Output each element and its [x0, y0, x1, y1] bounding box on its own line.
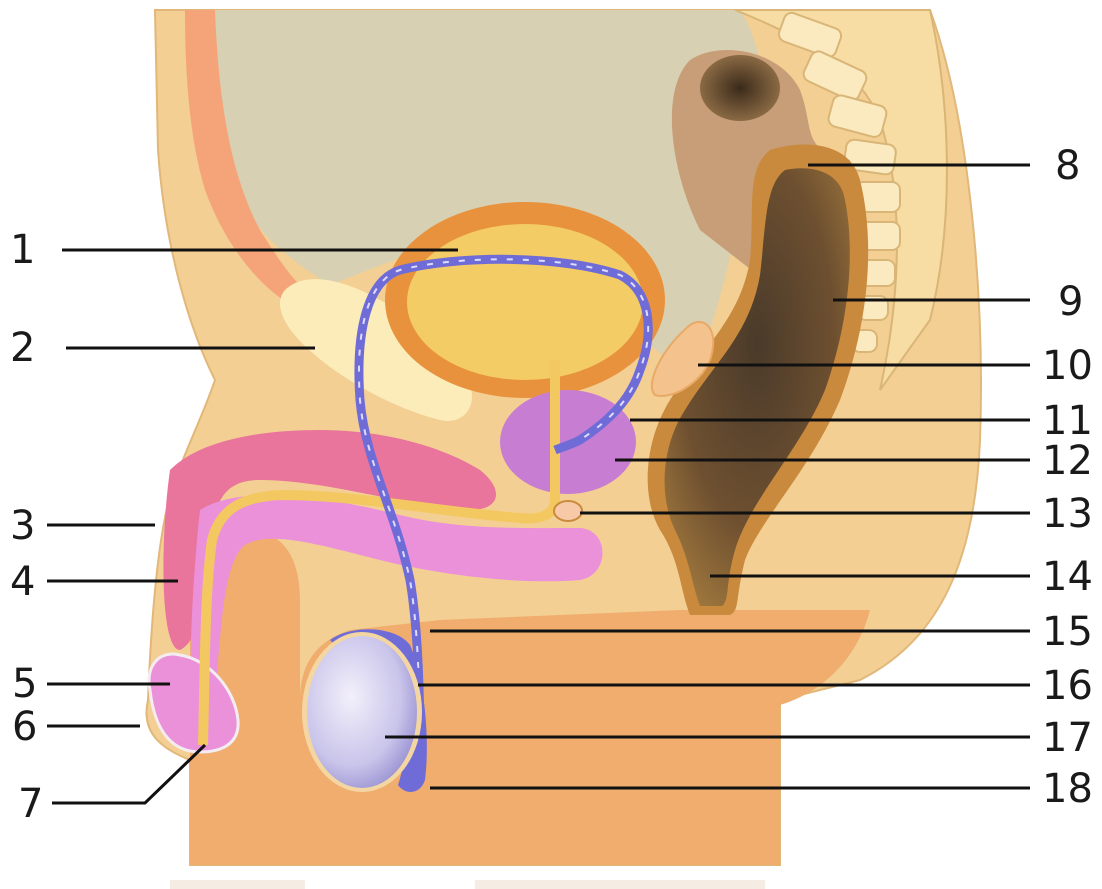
- label-12: 12: [1042, 438, 1093, 484]
- label-5: 5: [12, 661, 37, 707]
- label-2: 2: [10, 325, 35, 371]
- bottom-band-right: [475, 880, 765, 889]
- label-3: 3: [10, 503, 35, 549]
- label-7: 7: [18, 781, 43, 827]
- label-10: 10: [1042, 343, 1093, 389]
- bottom-band-left: [170, 880, 305, 889]
- testis: [307, 636, 417, 788]
- colon-lumen: [700, 55, 780, 121]
- label-13: 13: [1042, 491, 1093, 537]
- label-6: 6: [12, 704, 37, 750]
- label-8: 8: [1055, 143, 1080, 189]
- bladder: [407, 224, 643, 380]
- bulbourethral-gland: [554, 501, 582, 521]
- label-18: 18: [1042, 766, 1093, 812]
- label-1: 1: [10, 227, 35, 273]
- label-14: 14: [1042, 554, 1093, 600]
- label-17: 17: [1042, 715, 1093, 761]
- label-15: 15: [1042, 609, 1093, 655]
- label-4: 4: [10, 559, 35, 605]
- label-9: 9: [1058, 279, 1083, 325]
- label-16: 16: [1042, 663, 1093, 709]
